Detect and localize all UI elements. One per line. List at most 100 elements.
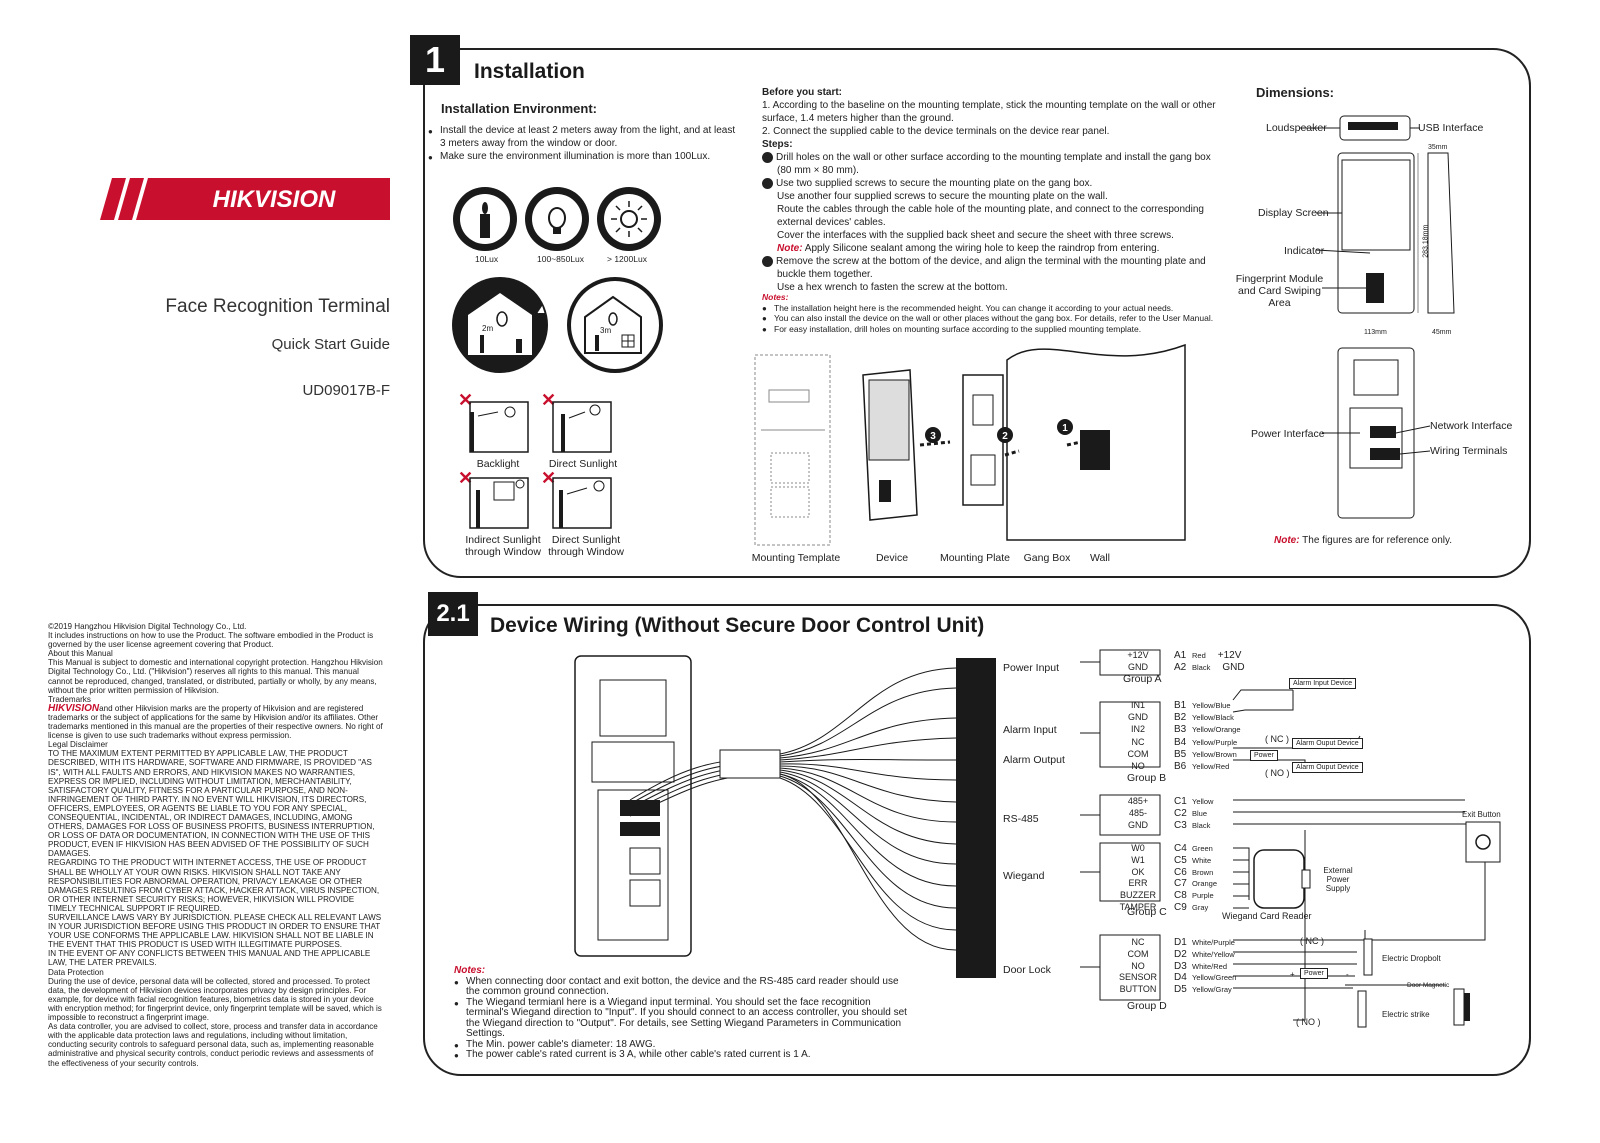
conflict-text: IN THE EVENT OF ANY CONFLICTS BETWEEN TH…: [48, 949, 373, 968]
wire-color: Yellow/Red: [1192, 761, 1230, 771]
dim-network: Network Interface: [1430, 420, 1513, 432]
dim-fingerprint: Fingerprint Module and Card Swiping Area: [1235, 273, 1324, 309]
wire-color: Black: [1192, 820, 1211, 830]
svg-text:HIKVISION: HIKVISION: [213, 186, 336, 213]
backlight-icon: ✕: [458, 392, 529, 453]
svg-text:✕: ✕: [541, 470, 556, 488]
environment-list: Install the device at least 2 meters awa…: [428, 124, 738, 164]
surveillance-text: SURVEILLANCE LAWS VARY BY JURISDICTION. …: [48, 913, 384, 950]
disclaimer-text: TO THE MAXIMUM EXTENT PERMITTED BY APPLI…: [48, 749, 377, 859]
hikvision-logo: HIKVISION: [100, 178, 390, 220]
dim-height: 283.18mm: [1422, 224, 1430, 258]
terminal-id: B4: [1174, 737, 1187, 748]
guide-subtitle: Quick Start Guide: [271, 336, 390, 353]
terminal-id: C5: [1174, 854, 1187, 866]
install-note: The installation height here is the reco…: [762, 303, 1222, 314]
terminal-pin: NO: [1131, 760, 1145, 771]
terminal-id: D5: [1174, 984, 1187, 996]
wiring-notes-title: Notes:: [454, 965, 486, 976]
distance-2m: 2m: [482, 324, 493, 333]
terminal-block: [956, 658, 996, 978]
terminal-id: B5: [1174, 748, 1187, 760]
rear-view: [1322, 347, 1431, 519]
dim-display: Display Screen: [1258, 207, 1329, 219]
step-2c: Route the cables through the cable hole …: [777, 204, 1204, 228]
lux-label-mid: 100~850Lux: [537, 254, 585, 264]
wire-color: Yellow/Blue: [1192, 701, 1231, 710]
lock-devices-icons: [1357, 938, 1470, 1028]
installation-exploded-view: 3 2 1: [754, 343, 1186, 546]
environment-item: Make sure the environment illumination i…: [428, 150, 738, 164]
electric-dropbolt: Electric Dropbolt: [1382, 954, 1441, 963]
exit-button-label: Exit Button: [1462, 810, 1501, 819]
terminal-id: C3: [1174, 819, 1187, 831]
terminal-id: C8: [1174, 890, 1187, 902]
group-d-label: Group D: [1127, 1000, 1167, 1012]
terminal-id: B1: [1174, 700, 1187, 711]
document-number: UD09017B-F: [302, 382, 390, 399]
before-item: 2. Connect the supplied cable to the dev…: [762, 126, 1110, 137]
terminal-id: B2: [1174, 711, 1187, 723]
terminal-pin: COM: [1127, 948, 1149, 959]
terminal-pin: IN2: [1130, 723, 1145, 734]
wire-color: Yellow/Purple: [1192, 738, 1238, 747]
power-plus: +: [1290, 970, 1295, 979]
wire-color: White/Yellow: [1192, 949, 1235, 959]
exit-button-icon[interactable]: [1464, 820, 1502, 864]
trademark-brand: HIKVISION: [48, 702, 100, 714]
power-box-group-b: Power: [1250, 750, 1278, 761]
wire-color: Yellow: [1192, 797, 1214, 806]
terminal-pin: OK: [1131, 866, 1145, 877]
terminal-pin: W0: [1131, 843, 1145, 853]
wire-color: Yellow/Black: [1192, 712, 1234, 722]
group-a-label: Group A: [1123, 673, 1162, 685]
copyright: ©2019 Hangzhou Hikvision Digital Technol…: [48, 622, 247, 631]
wire-color: Yellow/Orange: [1192, 724, 1241, 734]
step-2d: Cover the interfaces with the supplied b…: [777, 230, 1174, 241]
terminal-id: C1: [1174, 796, 1187, 807]
side-view: [1417, 152, 1455, 314]
trademarks-heading: Trademarks: [48, 694, 91, 704]
installation-panel: [423, 48, 1531, 578]
about-text: This Manual is subject to domestic and i…: [48, 658, 385, 695]
candle-icon: [453, 187, 517, 251]
wire-color: White/Purple: [1192, 938, 1235, 947]
alarm-input-device: Alarm Input Device: [1289, 678, 1357, 689]
door-lock-label: Door Lock: [1003, 964, 1051, 976]
terminal-pin: NO: [1131, 960, 1145, 971]
install-notes-title: Notes:: [762, 292, 789, 302]
step-2b: Use another four supplied screws to secu…: [777, 191, 1108, 202]
install-note: You can also install the device on the w…: [762, 313, 1222, 324]
legal-intro: It includes instructions on how to use t…: [48, 631, 376, 650]
dimension-drawings: [1300, 115, 1455, 519]
lux-icons: [453, 187, 661, 251]
step-3b: Use a hex wrench to fasten the screw at …: [777, 282, 1008, 293]
step-2-note-label: Note:: [777, 243, 803, 254]
device-terminal-label: GND: [1222, 661, 1245, 673]
sun-icon: [597, 187, 661, 251]
internet-text: REGARDING TO THE PRODUCT WITH INTERNET A…: [48, 858, 382, 913]
data-controller-text: As data controller, you are advised to c…: [48, 1022, 381, 1068]
alarm-output-device-2: Alarm Ouput Device: [1292, 762, 1363, 773]
wiring-note: The Min. power cable's diameter: 18 AWG.: [454, 1039, 912, 1050]
dim-indicator: Indicator: [1284, 245, 1325, 257]
terminal-id: D2: [1174, 948, 1187, 960]
alarm-output-label: Alarm Output: [1003, 754, 1065, 766]
install-notes: Notes: The installation height here is t…: [762, 292, 1222, 334]
step-1: Drill holes on the wall or other surface…: [776, 152, 1211, 176]
steps-block: Before you start: 1. According to the ba…: [758, 86, 1222, 294]
terminal-id: C4: [1174, 843, 1187, 854]
terminal-pin: NC: [1131, 737, 1145, 747]
wire-color: Yellow/Gray: [1192, 985, 1232, 995]
wiring-note: The power cable's rated current is 3 A, …: [454, 1049, 912, 1060]
svg-text:1: 1: [1062, 423, 1068, 434]
rs485-label: RS-485: [1003, 813, 1039, 825]
part-wall: Wall: [1089, 552, 1111, 564]
wiring-brackets: [1080, 649, 1161, 1001]
